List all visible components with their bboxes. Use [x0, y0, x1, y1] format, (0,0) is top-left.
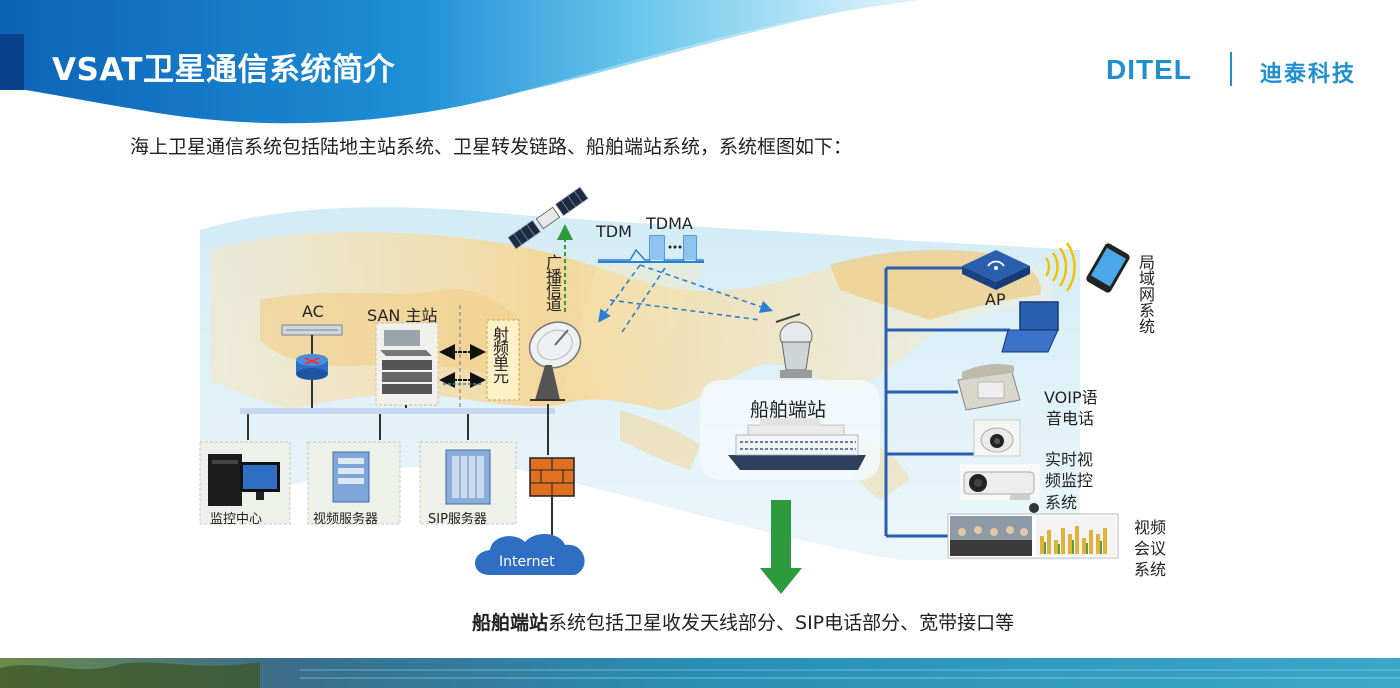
firewall-icon — [529, 457, 575, 548]
land-network-bus — [240, 408, 555, 414]
summary-text: 船舶端站系统包括卫星收发天线部分、SIP电话部分、宽带接口等 — [472, 608, 1014, 635]
monitor-center-label: 监控中心 — [210, 512, 263, 527]
cruise-ship-icon — [700, 380, 880, 480]
video-conf-label-2: 会议 — [1134, 539, 1167, 558]
rf-unit-box — [486, 319, 520, 401]
tdm-tdma-signal-icon — [598, 235, 704, 263]
uplink-dashed-arrow — [598, 264, 641, 323]
cloud-icon — [475, 534, 585, 575]
satellite-icon — [507, 186, 589, 250]
sip-server-label: SIP服务器 — [428, 512, 487, 527]
summary-rest: 系统包括卫星收发天线部分、SIP电话部分、宽带接口等 — [548, 612, 1015, 634]
wifi-ap-icon — [962, 250, 1030, 290]
voip-label-1: VOIP语 — [1044, 388, 1098, 407]
tdm-label: TDM — [596, 222, 632, 241]
downlink-dashed-arrow-2 — [609, 299, 761, 321]
ship-antenna-icon — [775, 313, 813, 378]
downlink-dashed-arrow — [639, 264, 774, 313]
video-monitor-label-2: 频监控 — [1045, 471, 1094, 490]
video-conference-icon — [947, 503, 1119, 559]
san-master-rack-icon — [375, 322, 439, 410]
monitor-center-icon — [199, 441, 291, 525]
laptop-icon — [1001, 301, 1059, 353]
video-monitor-label-1: 实时视 — [1045, 450, 1094, 469]
broadcast-channel-label: 广播信道 — [543, 254, 562, 310]
ap-label: AP — [985, 290, 1006, 309]
ship-network-bus — [884, 266, 1010, 538]
uplink-dashed-arrow-2 — [619, 267, 666, 336]
brand-logo-cn: 迪泰科技 — [1260, 62, 1357, 87]
down-arrow-icon — [760, 500, 802, 594]
ac-label: AC — [302, 302, 324, 321]
tdma-label: TDMA — [646, 214, 693, 233]
dish-antenna-icon — [528, 321, 582, 401]
internet-label: Internet — [499, 554, 555, 570]
dome-camera-icon — [973, 419, 1021, 457]
video-conf-label-1: 视频 — [1134, 518, 1167, 537]
bullet-camera-icon — [960, 464, 1040, 500]
footer-scenery — [0, 658, 1400, 688]
intro-text: 海上卫星通信系统包括陆地主站系统、卫星转发链路、船舶端站系统，系统框图如下： — [130, 136, 853, 158]
rf-unit-label: 射频单元 — [490, 326, 509, 382]
san-master-label: SAN 主站 — [367, 306, 438, 325]
voip-label-2: 音电话 — [1046, 409, 1095, 428]
video-server-label: 视频服务器 — [313, 512, 379, 527]
smartphone-icon — [1086, 243, 1130, 293]
uplink-beam — [560, 262, 705, 400]
summary-bold: 船舶端站 — [472, 612, 549, 634]
brand-divider — [1230, 52, 1232, 86]
ac-device-icon — [281, 324, 343, 356]
brand-logo-en: DITEL — [1106, 54, 1192, 85]
sip-server-icon — [419, 441, 517, 525]
lan-system-label: 局域网系统 — [1136, 254, 1155, 334]
video-monitor-label-3: 系统 — [1045, 493, 1078, 512]
ship-station-label: 船舶端站 — [750, 399, 827, 421]
phone-icon — [957, 364, 1021, 411]
header-banner — [0, 0, 920, 124]
san-rf-link-arrows — [439, 344, 486, 388]
page-title: VSAT卫星通信系统简介 — [52, 52, 396, 88]
router-icon — [296, 354, 328, 410]
video-server-icon — [307, 441, 401, 525]
wifi-signal-icon — [1044, 242, 1076, 292]
video-conf-label-3: 系统 — [1134, 560, 1167, 579]
